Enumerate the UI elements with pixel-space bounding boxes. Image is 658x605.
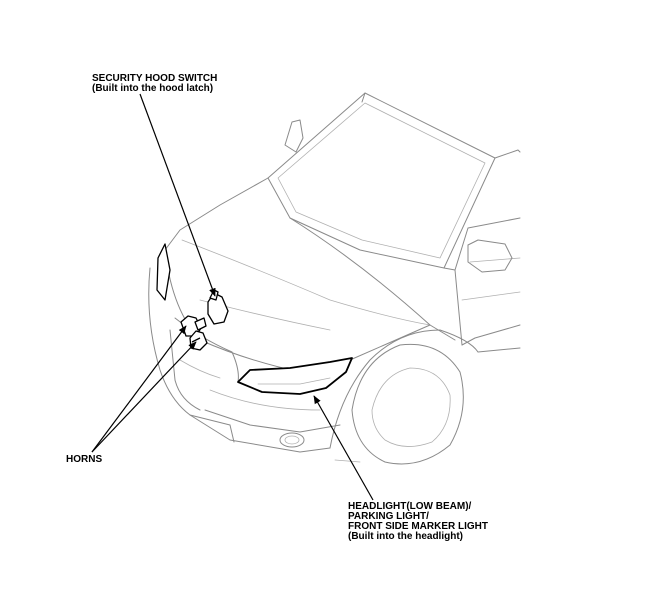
component-parts — [180, 289, 353, 395]
hood-switch-label: SECURITY HOOD SWITCH — [92, 73, 218, 84]
headlight-label-line-2: PARKING LIGHT/ — [348, 511, 429, 522]
headlight-callout: HEADLIGHT(LOW BEAM)/ PARKING LIGHT/ FRON… — [348, 502, 488, 542]
vehicle-outline — [148, 92, 521, 465]
headlight-leader — [313, 395, 374, 501]
hood-switch-sublabel: (Built into the hood latch) — [92, 83, 214, 94]
headlight-label-line-4: (Built into the headlight) — [348, 531, 463, 542]
headlight-label-line-1: HEADLIGHT(LOW BEAM)/ — [348, 501, 472, 512]
horn-upper-leader — [91, 325, 187, 453]
leader-lines — [91, 93, 374, 501]
horns-callout: HORNS — [66, 455, 102, 465]
headlight-label-line-3: FRONT SIDE MARKER LIGHT — [348, 521, 488, 532]
horn-lower-leader — [91, 341, 197, 453]
horns-label: HORNS — [66, 454, 103, 465]
headlight-shape — [237, 357, 353, 395]
hood-switch-leader — [139, 93, 216, 297]
hood-switch-callout: SECURITY HOOD SWITCH (Built into the hoo… — [92, 74, 217, 94]
